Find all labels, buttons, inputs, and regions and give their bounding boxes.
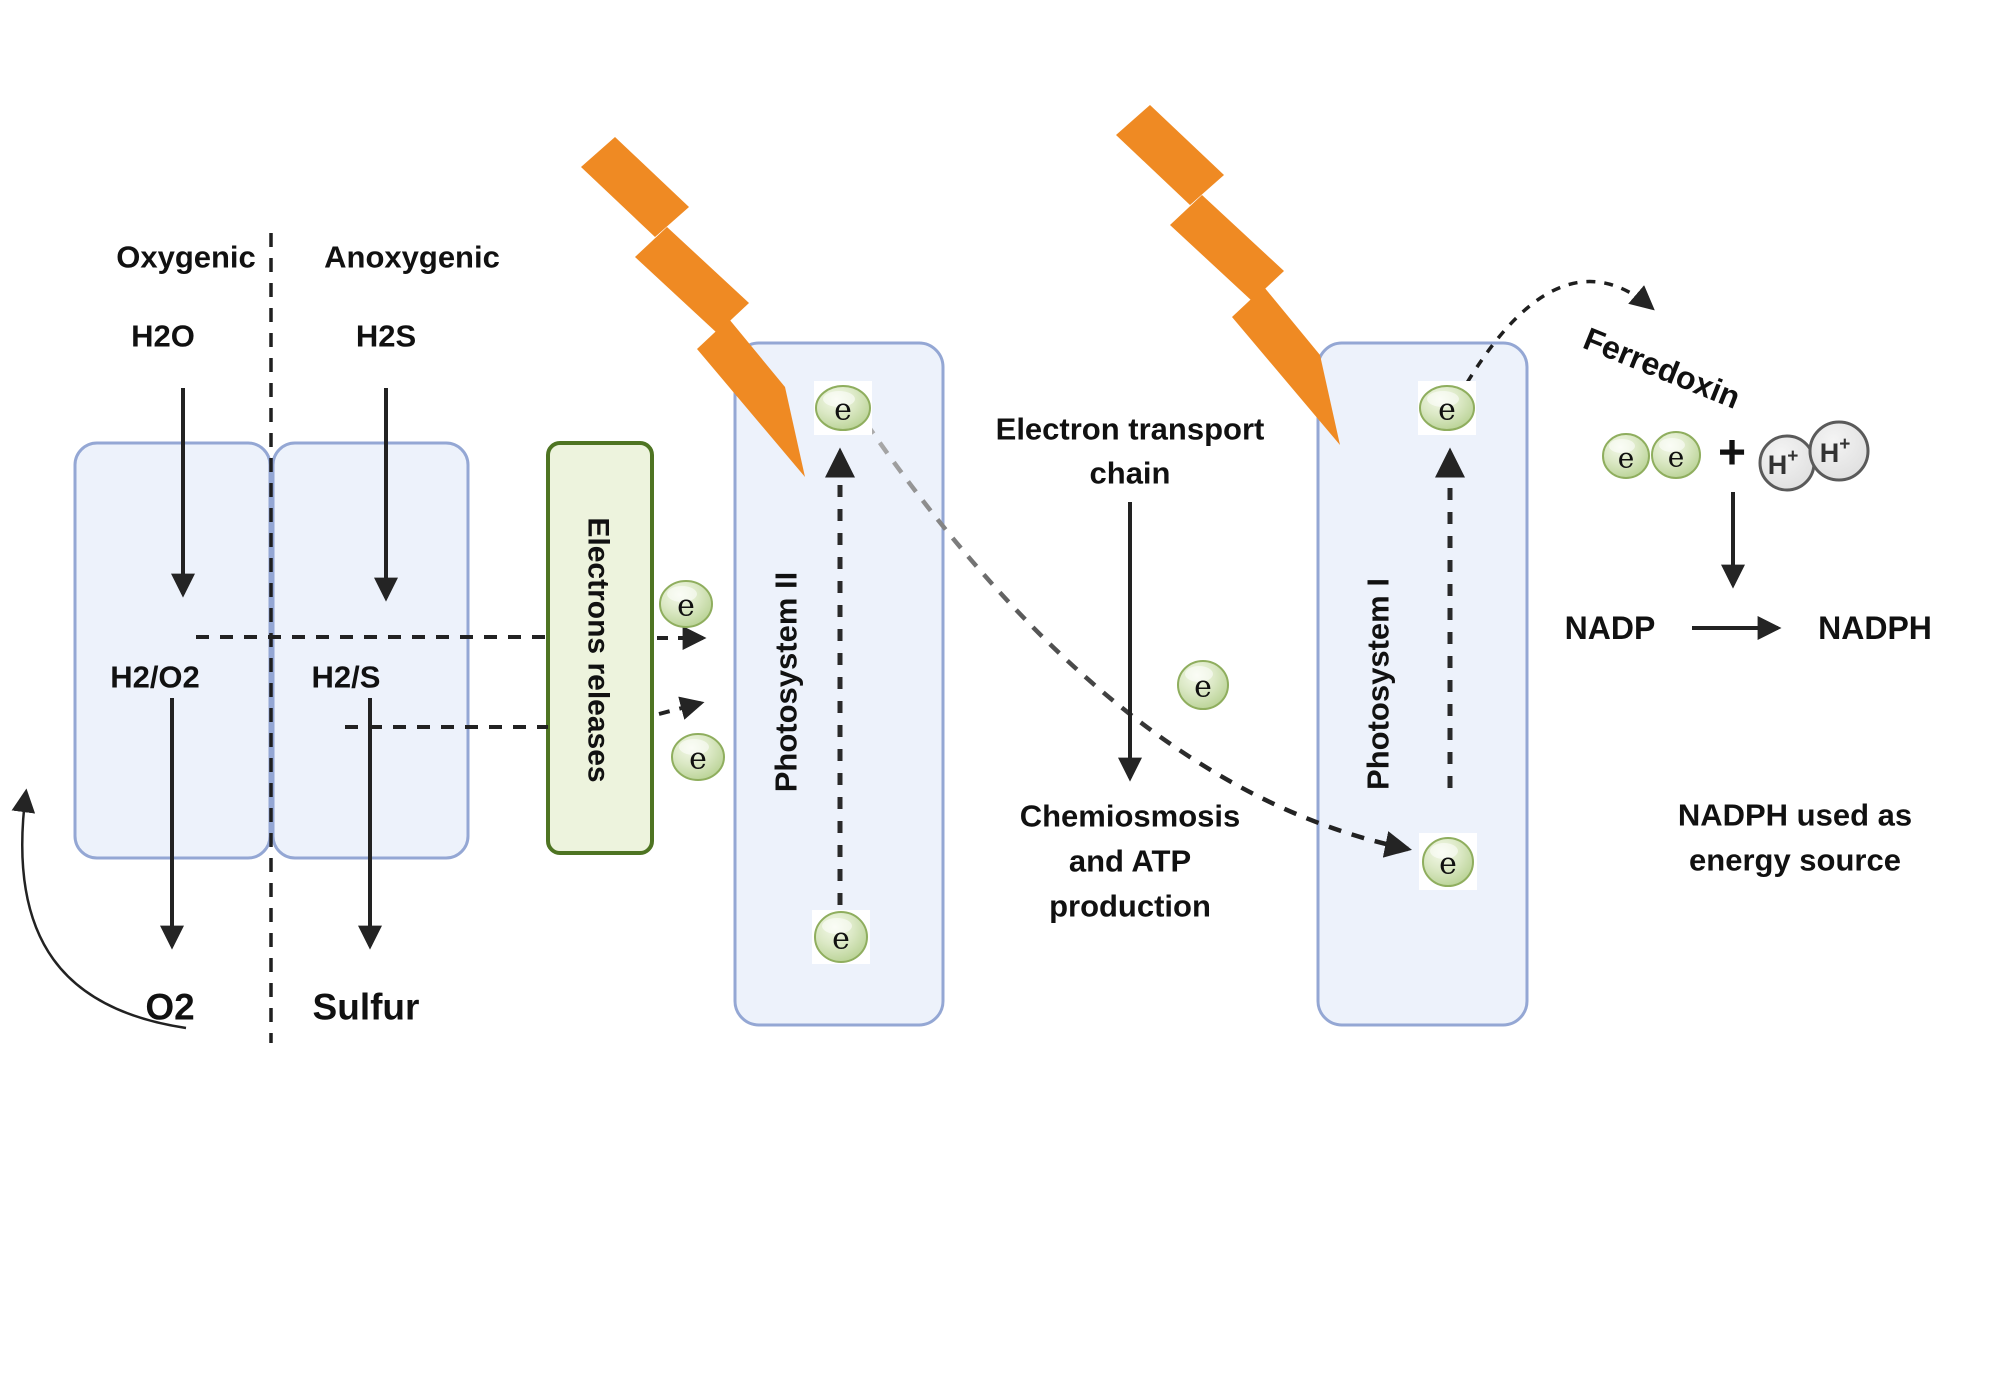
- o2-recycle-curved-arrow: [11, 788, 187, 1030]
- label-h2-s: H2/S: [312, 660, 381, 695]
- label-note-line1: NADPH used as: [1678, 798, 1912, 833]
- electron-icon: e: [659, 580, 713, 628]
- lightning-bolt-icon: [581, 137, 805, 477]
- proton-icon: H+: [1758, 434, 1816, 492]
- label-note-line2: energy source: [1689, 843, 1901, 878]
- label-h2o: H2O: [131, 319, 195, 354]
- label-h2s: H2S: [356, 319, 416, 354]
- svg-text:e: e: [832, 922, 850, 957]
- label-chemiosmosis-line2: and ATP: [1069, 844, 1191, 879]
- label-ferredoxin: Ferredoxin: [1579, 320, 1746, 415]
- svg-text:e: e: [1618, 442, 1635, 475]
- label-o2: O2: [145, 987, 194, 1028]
- svg-text:e: e: [1439, 847, 1457, 882]
- electron-icon: e: [1177, 660, 1229, 710]
- electron-icon: e: [1422, 837, 1474, 887]
- electron-icon: e: [671, 733, 725, 781]
- label-sulfur: Sulfur: [313, 987, 420, 1028]
- label-nadp: NADP: [1565, 610, 1656, 646]
- svg-text:e: e: [1438, 393, 1456, 428]
- electron-icon: e: [1419, 385, 1475, 431]
- label-h2-o2: H2/O2: [110, 660, 200, 695]
- svg-text:H+: H+: [1768, 446, 1799, 481]
- svg-text:e: e: [677, 589, 695, 624]
- label-chemiosmosis-line3: production: [1049, 889, 1211, 924]
- label-etc-line2: chain: [1090, 456, 1171, 491]
- svg-text:e: e: [834, 393, 852, 428]
- proton-icon: H+: [1808, 420, 1870, 482]
- photosystem1-box: [1316, 341, 1529, 1027]
- electron-to-ps2-arrow-lower: [658, 696, 705, 720]
- label-oxygenic: Oxygenic: [116, 240, 256, 275]
- svg-text:e: e: [1194, 670, 1212, 705]
- label-chemiosmosis-line1: Chemiosmosis: [1020, 799, 1241, 834]
- label-etc-line1: Electron transport: [996, 412, 1265, 447]
- label-anoxygenic: Anoxygenic: [324, 240, 500, 275]
- ps1-to-ferredoxin-arc: [1456, 279, 1655, 399]
- svg-text:e: e: [689, 742, 707, 777]
- electron-icon: e: [814, 911, 868, 963]
- electron-icon: e: [815, 385, 871, 431]
- electron-icon: e: [1651, 431, 1701, 479]
- lightning-bolt-icon: [1116, 105, 1340, 445]
- label-photosystem1: Photosystem I: [1361, 578, 1396, 790]
- plus-sign: +: [1718, 427, 1746, 480]
- svg-text:H+: H+: [1820, 434, 1851, 469]
- label-nadph: NADPH: [1818, 610, 1932, 646]
- svg-text:e: e: [1668, 441, 1685, 474]
- electrons-releases-box: [546, 441, 654, 855]
- label-electrons-releases: Electrons releases: [582, 517, 615, 782]
- electron-icon: e: [1602, 433, 1650, 479]
- label-photosystem2: Photosystem II: [769, 572, 804, 793]
